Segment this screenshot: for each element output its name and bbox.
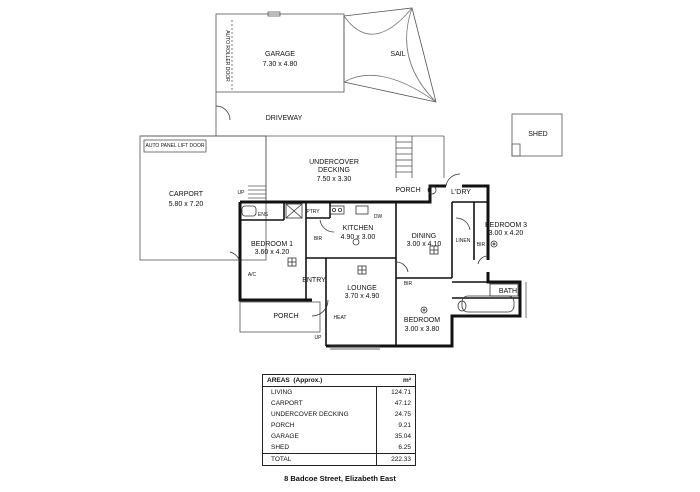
entry-label: ENTRY [302,277,326,284]
linen-label: LINEN [456,238,471,244]
carport-label: CARPORT [169,191,204,198]
driveway-label: DRIVEWAY [266,115,303,122]
bedroom3-size: 3.00 x 4.20 [489,230,524,237]
porch-bottom-label: PORCH [273,313,298,320]
light-fixtures [287,238,498,314]
porch-bottom-outline [239,301,321,333]
up-label-porch: UP [315,335,323,341]
carport-outline [139,135,267,261]
dining-label: DINING [412,233,437,240]
exterior-walls [238,184,522,348]
lounge-size: 3.70 x 4.90 [345,293,380,300]
bath-label: BATH [499,288,517,295]
bedroom1-label: BEDROOM 1 [251,241,293,248]
bedroom-size: 3.00 x 3.80 [405,326,440,333]
up-label-carport: UP [238,190,246,196]
carport-size: 5.80 x 7.20 [169,201,204,208]
bir2-label: BIR [404,281,413,287]
ensuite-label: ENS [258,212,269,218]
dishwasher-label: DW [374,214,383,220]
areas-approx: (Approx.) [293,377,323,384]
sail-label: SAIL [390,51,405,58]
shed-outline [511,113,563,157]
ac-label: A/C [248,272,257,278]
areas-header: AREAS (Approx.) m² [263,375,415,387]
bedroom3-label: BEDROOM 3 [485,222,527,229]
bedroom1-size: 3.60 x 4.20 [255,249,290,256]
kitchen-label: KITCHEN [343,225,374,232]
pantry-label: PTRY [306,209,320,215]
bedroom-label: BEDROOM [404,317,440,324]
decking-label-1: UNDERCOVER [309,159,359,166]
porch-top-label: PORCH [395,187,420,194]
decking-label-2: DECKING [318,167,350,174]
deck-stairs [395,136,413,178]
heat-label: HEAT [334,315,347,321]
dining-size: 3.00 x 4.10 [407,241,442,248]
auto-roller-door-label: AUTO ROLLER DOOR [224,30,230,82]
garage-label: GARAGE [265,51,295,58]
garage-vent [267,11,281,17]
auto-panel-lift-door-label: AUTO PANEL LIFT DOOR [146,143,205,149]
areas-unit: m² [403,377,411,384]
lounge-label: LOUNGE [347,285,377,292]
bir1-label: BIR [314,236,323,242]
shed-label: SHED [528,131,547,138]
property-address: 8 Badcoe Street, Elizabeth East [284,474,396,483]
areas-title: AREAS [267,377,290,384]
bir3-label: BIR [477,242,486,248]
decking-size: 7.50 x 3.30 [317,176,352,183]
garage-size: 7.30 x 4.80 [263,61,298,68]
kitchen-size: 4.90 x 3.00 [341,234,376,241]
laundry-label: L'DRY [451,189,471,196]
